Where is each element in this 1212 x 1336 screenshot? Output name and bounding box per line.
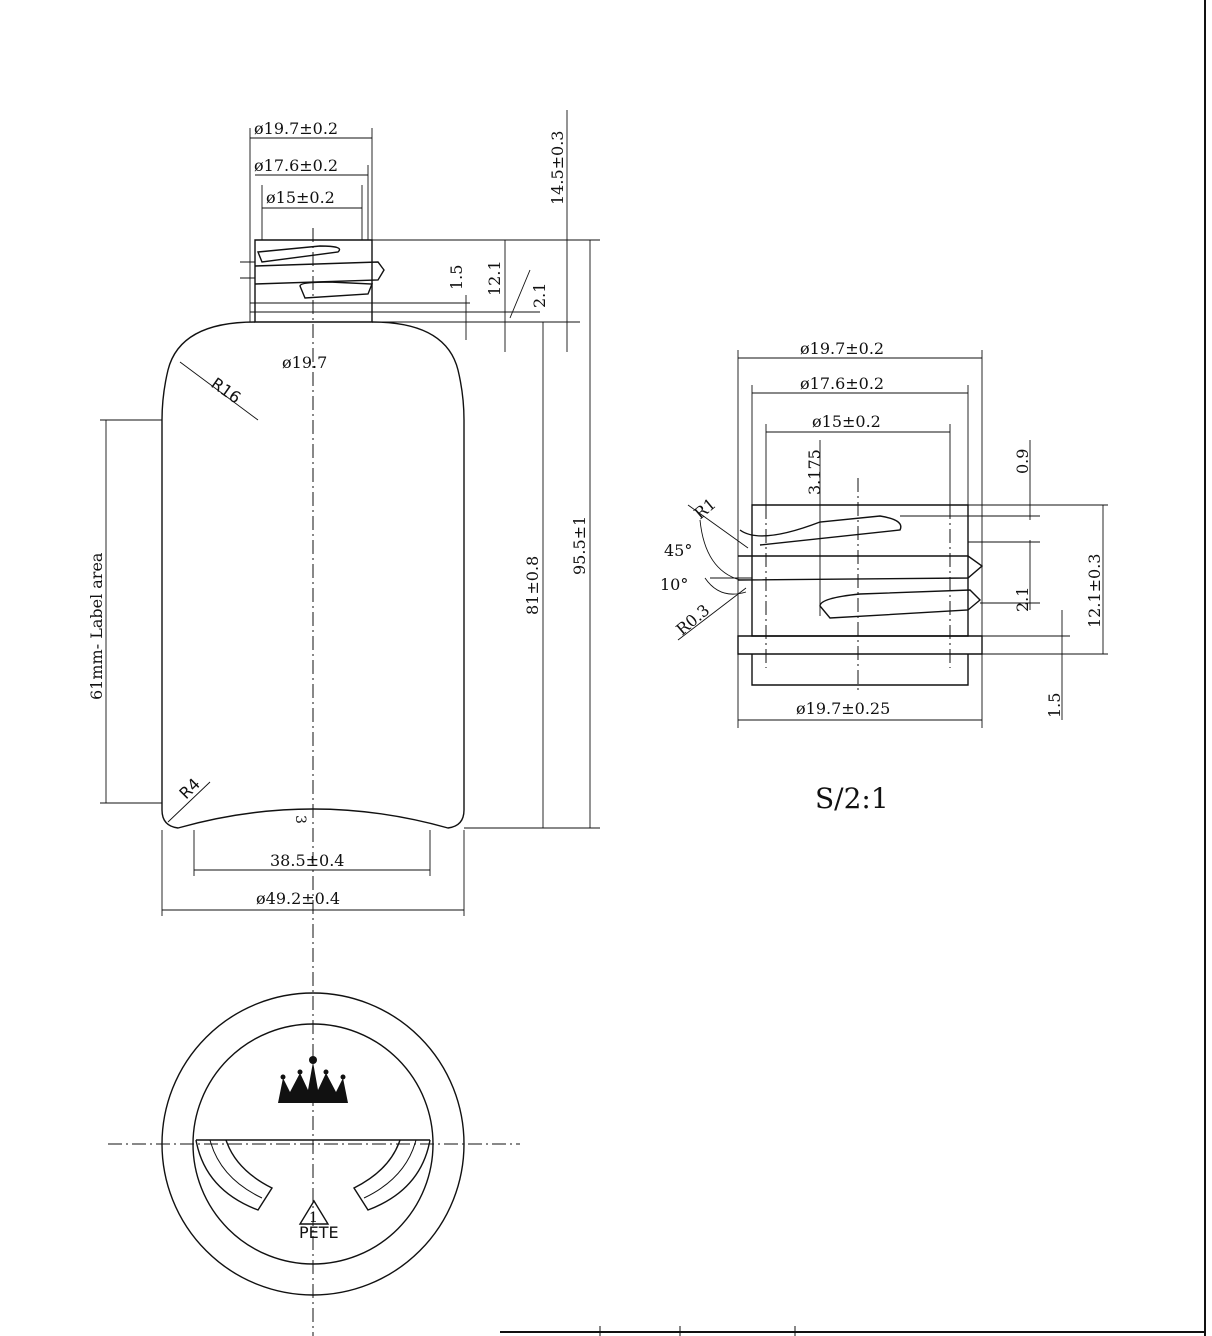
neck-mid-dia-label: ø17.6±0.2 — [254, 156, 338, 175]
base-foot-right — [352, 1139, 431, 1211]
body-height-label: 81±0.8 — [523, 556, 542, 615]
detail-pitch-label: 2.1 — [1013, 587, 1032, 612]
detail-outer-dia-label: ø19.7±0.2 — [800, 339, 884, 358]
detail-radius-top-label: R1 — [690, 494, 719, 523]
thread-height-label: 12.1 — [485, 260, 504, 296]
neck-inner-dia-label: ø15±0.2 — [266, 188, 335, 207]
detail-mid-dia-label: ø17.6±0.2 — [800, 374, 884, 393]
neck-height-label: 14.5±0.3 — [548, 131, 567, 205]
detail-thread-height-label: 12.1±0.3 — [1085, 554, 1104, 628]
detail-inner-dia-label: ø15±0.2 — [812, 412, 881, 431]
detail-angle-top-label: 45° — [664, 541, 692, 560]
detail-ring-dia-label: ø19.7±0.25 — [796, 699, 890, 718]
shoulder-radius-label: R16 — [208, 374, 245, 408]
detail-lip-height-label: 0.9 — [1013, 449, 1032, 474]
detail-angle-bottom-label: 10° — [660, 575, 688, 594]
svg-text:1: 1 — [309, 1210, 318, 1226]
crown-icon — [278, 1056, 348, 1103]
detail-ring — [737, 635, 983, 655]
detail-ring-height-label: 1.5 — [1045, 693, 1064, 718]
bottle-body-outline — [161, 321, 465, 829]
detail-radius-bottom-label: R0.3 — [672, 600, 713, 639]
neck-thread-lower — [299, 281, 374, 299]
body-dia-label: ø49.2±0.4 — [256, 889, 340, 908]
detail-thread-lower — [819, 589, 982, 619]
bottle-side-view: ø19.7±0.2 ø17.6±0.2 ø15±0.2 1.5 12.1 2.1… — [87, 110, 600, 1336]
detail-thread-depth-label: 3.175 — [805, 449, 824, 495]
bottom-inner-circle — [192, 1023, 434, 1265]
detail-scale-label: S/2:1 — [815, 782, 889, 815]
neck-outer-dia-label: ø19.7±0.2 — [254, 119, 338, 138]
thread-gap-label: 1.5 — [447, 265, 466, 290]
recycle-code-label: PETE — [299, 1223, 339, 1242]
base-width-label: 38.5±0.4 — [270, 851, 344, 870]
total-height-label: 95.5±1 — [570, 516, 589, 575]
label-area-label: 61mm- Label area — [87, 552, 106, 700]
base-foot-left — [195, 1139, 274, 1211]
thread-pitch-label: 2.1 — [530, 283, 549, 308]
neck-detail-view: ø19.7±0.2 ø17.6±0.2 ø15±0.2 3.175 0.9 2.… — [660, 339, 1108, 815]
base-depth-label: 3 — [292, 815, 308, 824]
shoulder-dia-label: ø19.7 — [282, 353, 327, 372]
recycle-icon: 1 PETE — [298, 1199, 339, 1242]
neck-thread-upper — [257, 245, 341, 263]
bottle-bottom-view: 1 PETE — [108, 992, 520, 1296]
bottom-outer-circle — [161, 992, 465, 1296]
base-radius-label: R4 — [175, 774, 203, 802]
